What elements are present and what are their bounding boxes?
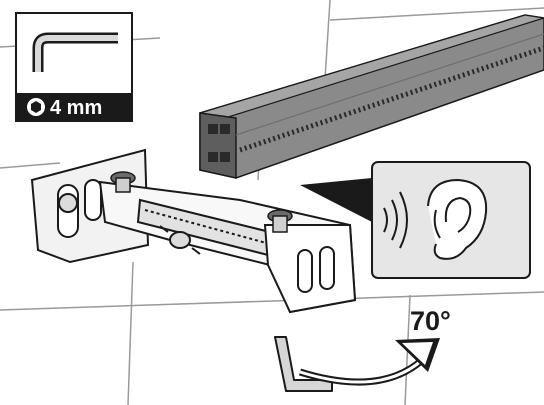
- tool-box: 4 mm: [15, 12, 133, 122]
- bracket-screws: [110, 171, 293, 233]
- rotation-arrow-icon: [298, 338, 440, 386]
- sound-waves-icon: [383, 191, 408, 249]
- wall-bracket: [30, 148, 357, 314]
- tool-size-label: 4 mm: [50, 97, 102, 119]
- hex-key-icon: [32, 32, 118, 72]
- listening-callout: [300, 161, 531, 279]
- ear-listening-icon: [427, 178, 488, 260]
- hex-key-tool: [274, 336, 333, 392]
- mounting-rail: [199, 14, 544, 179]
- rotation-angle-label: 70°: [410, 306, 451, 336]
- hex-socket-icon: [27, 98, 45, 116]
